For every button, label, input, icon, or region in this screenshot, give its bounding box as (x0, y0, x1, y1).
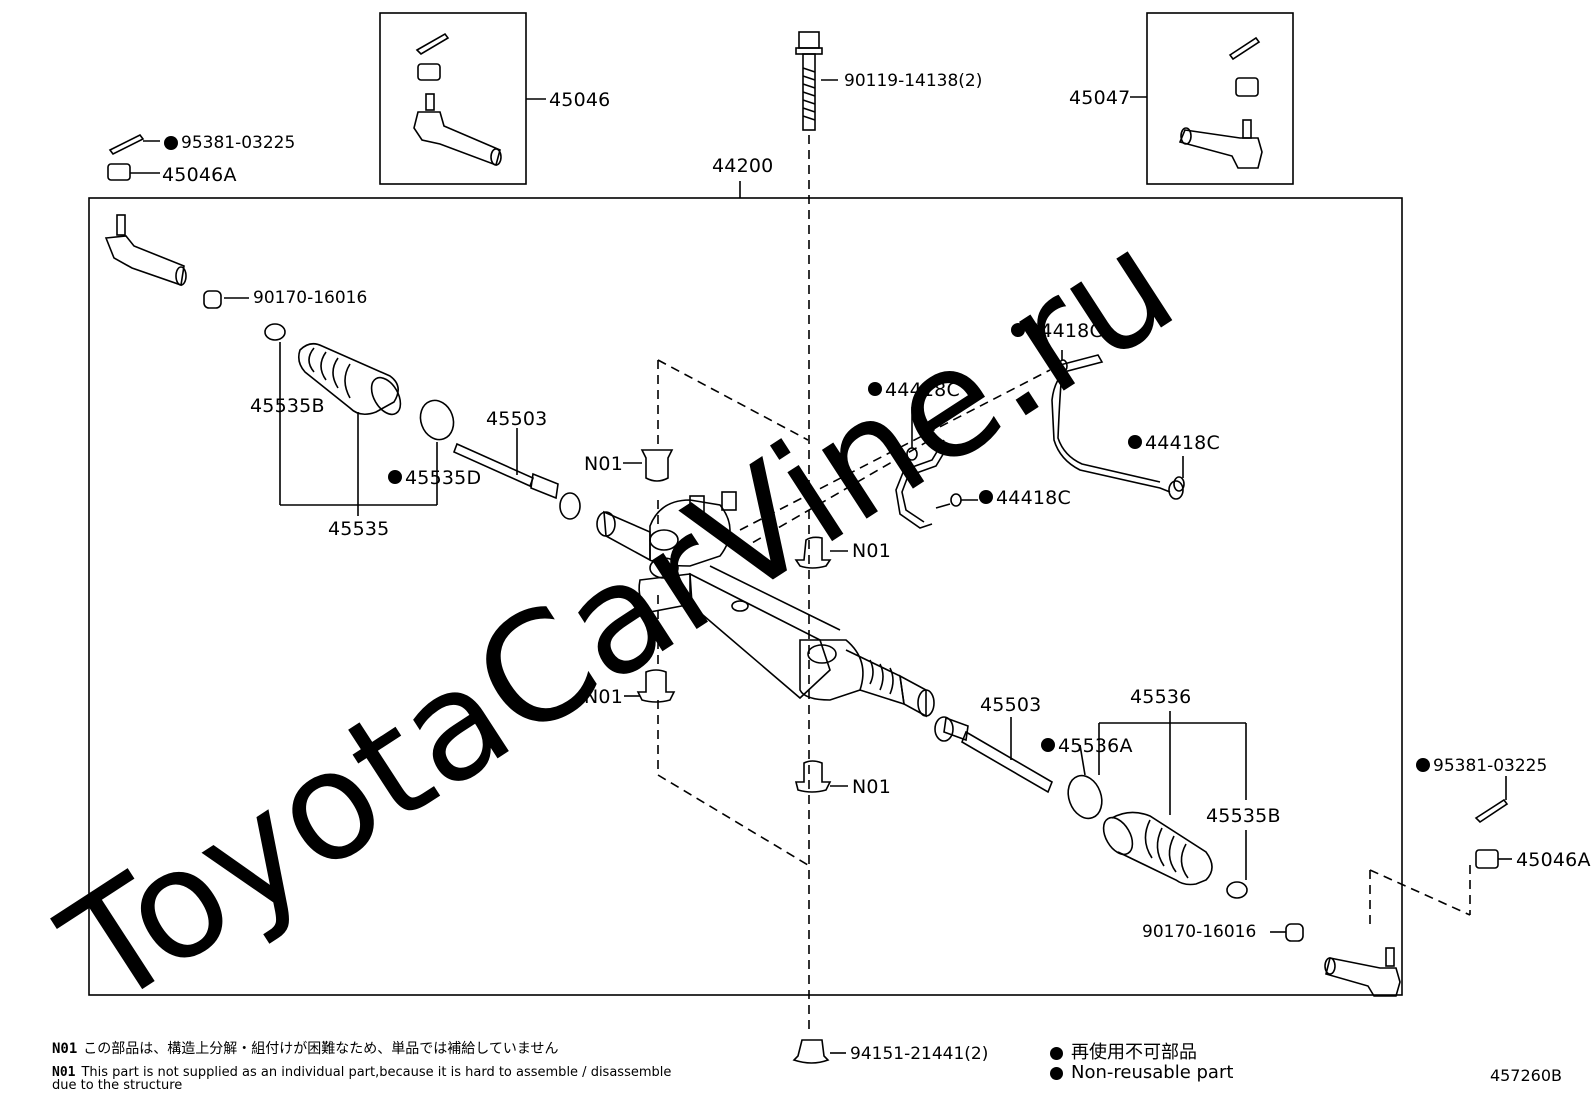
label-nut-right: 45046A (1516, 849, 1591, 871)
bushing-icon (636, 669, 676, 703)
non-reusable-dot-icon (1050, 1046, 1063, 1060)
label-n01-c: N01 (584, 686, 623, 708)
label-boot-set-left: 45535 (328, 518, 389, 540)
label-top-bolt: 90119-14138(2) (844, 71, 982, 91)
note-text: This part is not supplied as an individu… (52, 1065, 672, 1093)
bushing-icon (794, 760, 832, 793)
note-code: N01 (52, 1065, 76, 1080)
bushing-icon (794, 536, 832, 569)
label-rack-end-left: 45503 (486, 408, 547, 430)
label-cotter-left: 95381-03225 (181, 133, 295, 153)
flange-nut-icon (792, 1039, 830, 1064)
note-code: N01 (52, 1041, 78, 1057)
note-jp: N01 この部品は、構造上分解・組付けが困難なため、単品では補給していません (52, 1042, 772, 1057)
label-kit-right: 45047 (1069, 87, 1130, 109)
tie-rod-end-icon (413, 93, 502, 167)
legend-jp: 再使用不可部品 (1050, 1038, 1197, 1064)
tie-rod-end-icon (1178, 119, 1263, 169)
label-nut-left: 45046A (162, 164, 237, 186)
legend-en: Non-reusable part (1050, 1062, 1233, 1083)
legend-en-text: Non-reusable part (1071, 1062, 1234, 1083)
label-nut-9017-right: 90170-16016 (1142, 922, 1256, 942)
document-id: 457260B (1489, 1066, 1562, 1085)
label-tube-4: 44418C (996, 487, 1071, 509)
castle-nut-icon (417, 63, 441, 81)
cotter-pin-icon (415, 32, 450, 56)
label-rack-end-right: 45503 (980, 694, 1041, 716)
pipe-icon (895, 354, 1184, 529)
kit-box-left (379, 12, 527, 185)
non-reusable-dot-icon (1050, 1066, 1063, 1080)
boot-icon (298, 342, 402, 416)
tie-rod-end-icon (1324, 947, 1401, 997)
castle-nut-icon (1235, 77, 1259, 97)
label-cotter-right: 95381-03225 (1433, 756, 1547, 776)
label-clamp-d-left: 45535D (405, 467, 481, 489)
label-clamp-a-right: 45536A (1058, 735, 1133, 757)
cotter-pin-icon (1228, 36, 1261, 61)
legend-jp-text: 再使用不可部品 (1071, 1042, 1197, 1063)
bushing-icon (640, 449, 674, 482)
rack-end-icon (452, 442, 581, 520)
label-boot-b-right: 45535B (1206, 805, 1281, 827)
rack-end-icon (934, 716, 1053, 794)
label-boot-set-right: 45536 (1130, 686, 1191, 708)
tie-rod-end-icon (104, 214, 187, 287)
label-nut-9017-left: 90170-16016 (253, 288, 367, 308)
label-kit-left: 45046 (549, 89, 610, 111)
note-text: この部品は、構造上分解・組付けが困難なため、単品では補給していません (83, 1041, 559, 1057)
label-tube-3: 44418C (1145, 432, 1220, 454)
bolt-icon (795, 31, 823, 131)
label-tube-1: 44418C (885, 379, 960, 401)
label-n01-d: N01 (852, 776, 891, 798)
kit-box-right (1146, 12, 1294, 185)
label-n01-b: N01 (852, 540, 891, 562)
assembly-frame (88, 197, 1403, 996)
label-bottom-nut: 94151-21441(2) (850, 1044, 988, 1064)
boot-icon (1102, 811, 1213, 886)
steering-rack-housing (596, 491, 935, 718)
label-tube-2: 44418C (1028, 320, 1103, 342)
label-n01-a: N01 (584, 453, 623, 475)
label-assembly: 44200 (712, 155, 773, 177)
non-reusable-marker (164, 136, 1430, 772)
label-boot-b-left: 45535B (250, 395, 325, 417)
